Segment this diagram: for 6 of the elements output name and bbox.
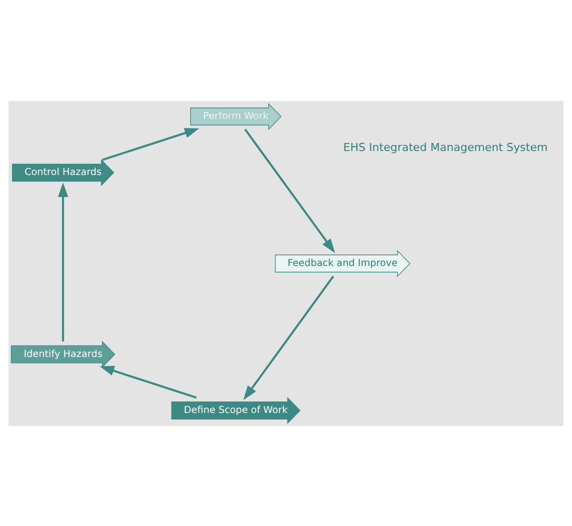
arrow bbox=[58, 182, 68, 342]
arrow bbox=[100, 365, 197, 398]
arrow bbox=[244, 128, 336, 253]
label: EHS Integrated Management System bbox=[343, 140, 548, 154]
arrow bbox=[102, 128, 200, 160]
arrow bbox=[243, 275, 334, 400]
